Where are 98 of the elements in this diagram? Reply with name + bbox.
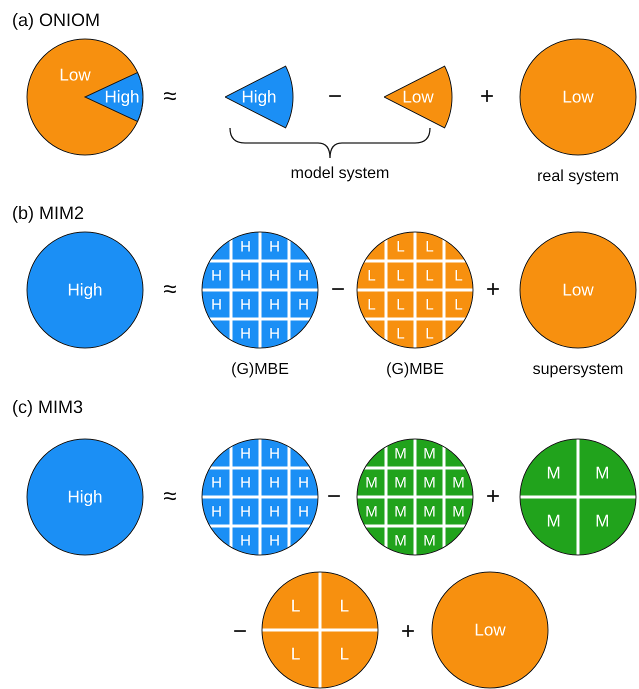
region-label: L xyxy=(367,297,376,312)
plus-sign: + xyxy=(486,485,500,509)
region-label: L xyxy=(396,297,405,312)
region-label: H xyxy=(240,268,251,283)
region-label: Low xyxy=(59,66,91,84)
region-label: L xyxy=(290,646,300,663)
region-label: L xyxy=(425,297,434,312)
region-label: M xyxy=(546,464,561,482)
region-label: H xyxy=(269,268,280,283)
region-label: High xyxy=(242,88,276,106)
region-label: Low xyxy=(474,622,506,638)
wedge-shape xyxy=(384,64,454,130)
circle-caption: supersystem xyxy=(532,362,624,378)
region-label: M xyxy=(452,504,465,519)
region-label: L xyxy=(340,646,350,663)
region-label: L xyxy=(425,326,434,341)
region-label: M xyxy=(423,446,436,461)
region-label: M xyxy=(595,464,610,482)
region-label: L xyxy=(454,297,463,312)
circle-caption: real system xyxy=(537,169,619,185)
approx-sign: ≈ xyxy=(163,85,177,109)
grid-circle xyxy=(200,437,320,557)
region-label: L xyxy=(425,239,434,254)
region-label: H xyxy=(211,297,222,312)
region-label: H xyxy=(269,446,280,461)
region-label: H xyxy=(298,297,309,312)
region-label: M xyxy=(595,512,610,530)
circle-shape xyxy=(25,437,145,557)
grid-circle xyxy=(200,230,320,350)
region-label: M xyxy=(452,475,465,490)
quadrant-circle xyxy=(260,570,380,689)
region-label: M xyxy=(365,504,378,519)
region-label: H xyxy=(298,504,309,519)
region-label: M xyxy=(423,533,436,548)
region-label: H xyxy=(269,504,280,519)
region-label: M xyxy=(394,475,407,490)
region-label: L xyxy=(425,268,434,283)
minus-sign: − xyxy=(327,485,341,509)
region-label: High xyxy=(104,88,140,106)
region-label: Low xyxy=(562,282,594,298)
region-label: H xyxy=(269,297,280,312)
circle-shape xyxy=(518,230,638,350)
region-label: M xyxy=(546,512,561,530)
region-label: H xyxy=(269,475,280,490)
region-label: Low xyxy=(402,88,434,106)
region-label: M xyxy=(394,504,407,519)
circle-caption: (G)MBE xyxy=(231,362,289,378)
region-label: L xyxy=(367,268,376,283)
region-label: H xyxy=(298,268,309,283)
region-label: H xyxy=(211,268,222,283)
region-label: L xyxy=(396,239,405,254)
grid-circle xyxy=(355,230,475,350)
region-label: L xyxy=(454,268,463,283)
approx-sign: ≈ xyxy=(163,278,177,302)
region-label: L xyxy=(340,597,350,614)
circle-caption: (G)MBE xyxy=(386,362,444,378)
quadrant-circle xyxy=(518,437,638,557)
region-label: High xyxy=(68,488,102,506)
circle-shape xyxy=(430,570,550,689)
panel-title: (c) MIM3 xyxy=(12,398,83,416)
region-label: H xyxy=(211,504,222,519)
approx-sign: ≈ xyxy=(163,485,177,509)
grid-circle xyxy=(355,437,475,557)
region-label: L xyxy=(290,597,300,614)
region-label: M xyxy=(394,533,407,548)
region-label: H xyxy=(240,446,251,461)
region-label: H xyxy=(240,239,251,254)
region-label: M xyxy=(423,475,436,490)
plus-sign: + xyxy=(486,278,500,302)
circle-shape xyxy=(25,230,145,350)
plus-sign: + xyxy=(401,620,415,644)
region-label: High xyxy=(68,282,102,298)
region-label: H xyxy=(240,297,251,312)
region-label: H xyxy=(269,533,280,548)
region-label: H xyxy=(240,504,251,519)
region-label: H xyxy=(211,475,222,490)
minus-sign: − xyxy=(328,85,342,109)
panel-title: (b) MIM2 xyxy=(12,204,84,222)
region-label: M xyxy=(394,446,407,461)
minus-sign: − xyxy=(331,278,345,302)
pie-circle xyxy=(25,37,145,157)
panel-title: (a) ONIOM xyxy=(12,11,100,29)
region-label: H xyxy=(240,326,251,341)
minus-sign: − xyxy=(233,620,247,644)
brace-caption: model system xyxy=(290,166,390,182)
region-label: M xyxy=(365,475,378,490)
region-label: H xyxy=(240,533,251,548)
region-label: L xyxy=(396,326,405,341)
region-label: Low xyxy=(562,88,594,106)
region-label: H xyxy=(298,475,309,490)
region-label: L xyxy=(396,268,405,283)
circle-shape xyxy=(518,37,638,157)
region-label: M xyxy=(423,504,436,519)
region-label: H xyxy=(240,475,251,490)
plus-sign: + xyxy=(480,85,494,109)
wedge-shape xyxy=(225,64,295,130)
region-label: H xyxy=(269,326,280,341)
region-label: H xyxy=(269,239,280,254)
